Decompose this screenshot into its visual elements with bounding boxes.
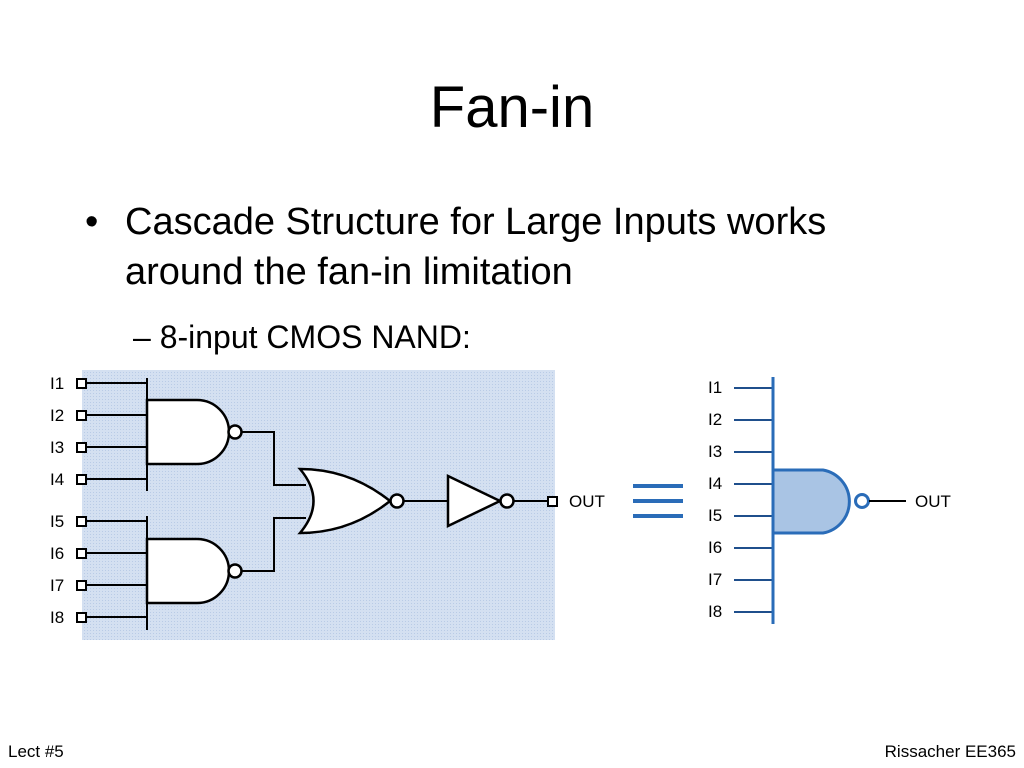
- cascade-input-labels: I1 I2 I3 I4 I5 I6 I7 I8: [50, 374, 64, 627]
- eq-input-label-i1: I1: [708, 378, 722, 397]
- eq-input-label-i7: I7: [708, 570, 722, 589]
- input-label-i8: I8: [50, 608, 64, 627]
- cascade-output: [514, 496, 558, 507]
- slide-title: Fan-in: [429, 75, 595, 140]
- equivalent-nand-gate: [771, 468, 870, 535]
- inverter-gate: [446, 474, 515, 528]
- input-label-i4: I4: [50, 470, 64, 489]
- eq-input-label-i5: I5: [708, 506, 722, 525]
- bullet-marker: •: [85, 201, 99, 243]
- eq-input-label-i8: I8: [708, 602, 722, 621]
- intermediate-wires: [242, 431, 306, 572]
- sub-bullet-text: 8-input CMOS NAND:: [159, 319, 471, 355]
- footer-course: Rissacher EE365: [884, 742, 1016, 761]
- input-label-i3: I3: [50, 438, 64, 457]
- eq-input-label-i3: I3: [708, 442, 722, 461]
- eq-input-label-i2: I2: [708, 410, 722, 429]
- sub-bullet: – 8-input CMOS NAND:: [133, 315, 471, 359]
- equivalent-input-wires: [734, 387, 773, 613]
- input-label-i7: I7: [50, 576, 64, 595]
- input-label-i1: I1: [50, 374, 64, 393]
- bullet-text: Cascade Structure for Large Inputs works…: [125, 201, 827, 293]
- equivalent-output-label: OUT: [915, 492, 951, 511]
- sub-bullet-marker: –: [133, 319, 151, 355]
- nor-gate: [297, 467, 405, 535]
- eq-input-label-i4: I4: [708, 474, 722, 493]
- input-label-i6: I6: [50, 544, 64, 563]
- input-label-i5: I5: [50, 512, 64, 531]
- footer-lecture: Lect #5: [8, 742, 64, 761]
- input-label-i2: I2: [50, 406, 64, 425]
- equivalent-input-labels: I1 I2 I3 I4 I5 I6 I7 I8: [708, 378, 722, 621]
- nand-gate-upper: [145, 398, 243, 466]
- nand-gate-lower: [145, 537, 243, 605]
- cascade-output-label: OUT: [569, 492, 605, 511]
- eq-input-label-i6: I6: [708, 538, 722, 557]
- equivalence-icon: [633, 484, 683, 518]
